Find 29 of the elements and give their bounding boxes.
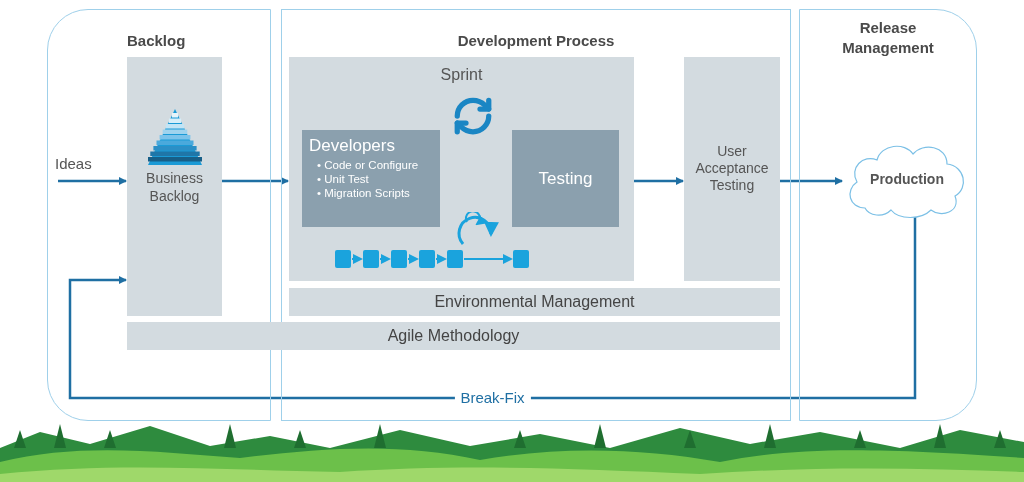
stage-panel — [48, 10, 270, 420]
process-box — [302, 130, 440, 227]
arrow — [58, 177, 127, 185]
sprint-panel — [289, 57, 634, 281]
process-column — [684, 57, 780, 281]
panel-heading: Development Process — [457, 31, 615, 51]
sprint-heading: Sprint — [440, 65, 483, 85]
backlog-column — [127, 57, 222, 316]
cloud-label: Production — [870, 169, 944, 189]
input-label: Ideas — [55, 155, 92, 172]
panel-heading: Release Management — [841, 18, 935, 58]
column-label: User Acceptance Testing — [694, 143, 770, 194]
arrow — [634, 177, 684, 185]
band-label: Agile Methodology — [387, 326, 520, 346]
arrow — [780, 177, 843, 185]
band-label: Environmental Management — [434, 292, 635, 312]
box-heading: Developers — [309, 136, 396, 156]
bullet-item: • Unit Test — [317, 172, 370, 186]
band-box — [127, 322, 780, 350]
box-label: Testing — [538, 167, 593, 190]
column-label: Business Backlog — [145, 169, 204, 205]
panel-heading: Backlog — [127, 31, 186, 51]
bullet-item: • Code or Configure — [317, 158, 420, 172]
stage-panel — [800, 10, 976, 420]
arrow — [222, 177, 289, 185]
bullet-item: • Migration Scripts — [317, 186, 411, 200]
arrow — [68, 215, 917, 400]
process-box — [512, 130, 619, 227]
band-box — [289, 288, 780, 316]
